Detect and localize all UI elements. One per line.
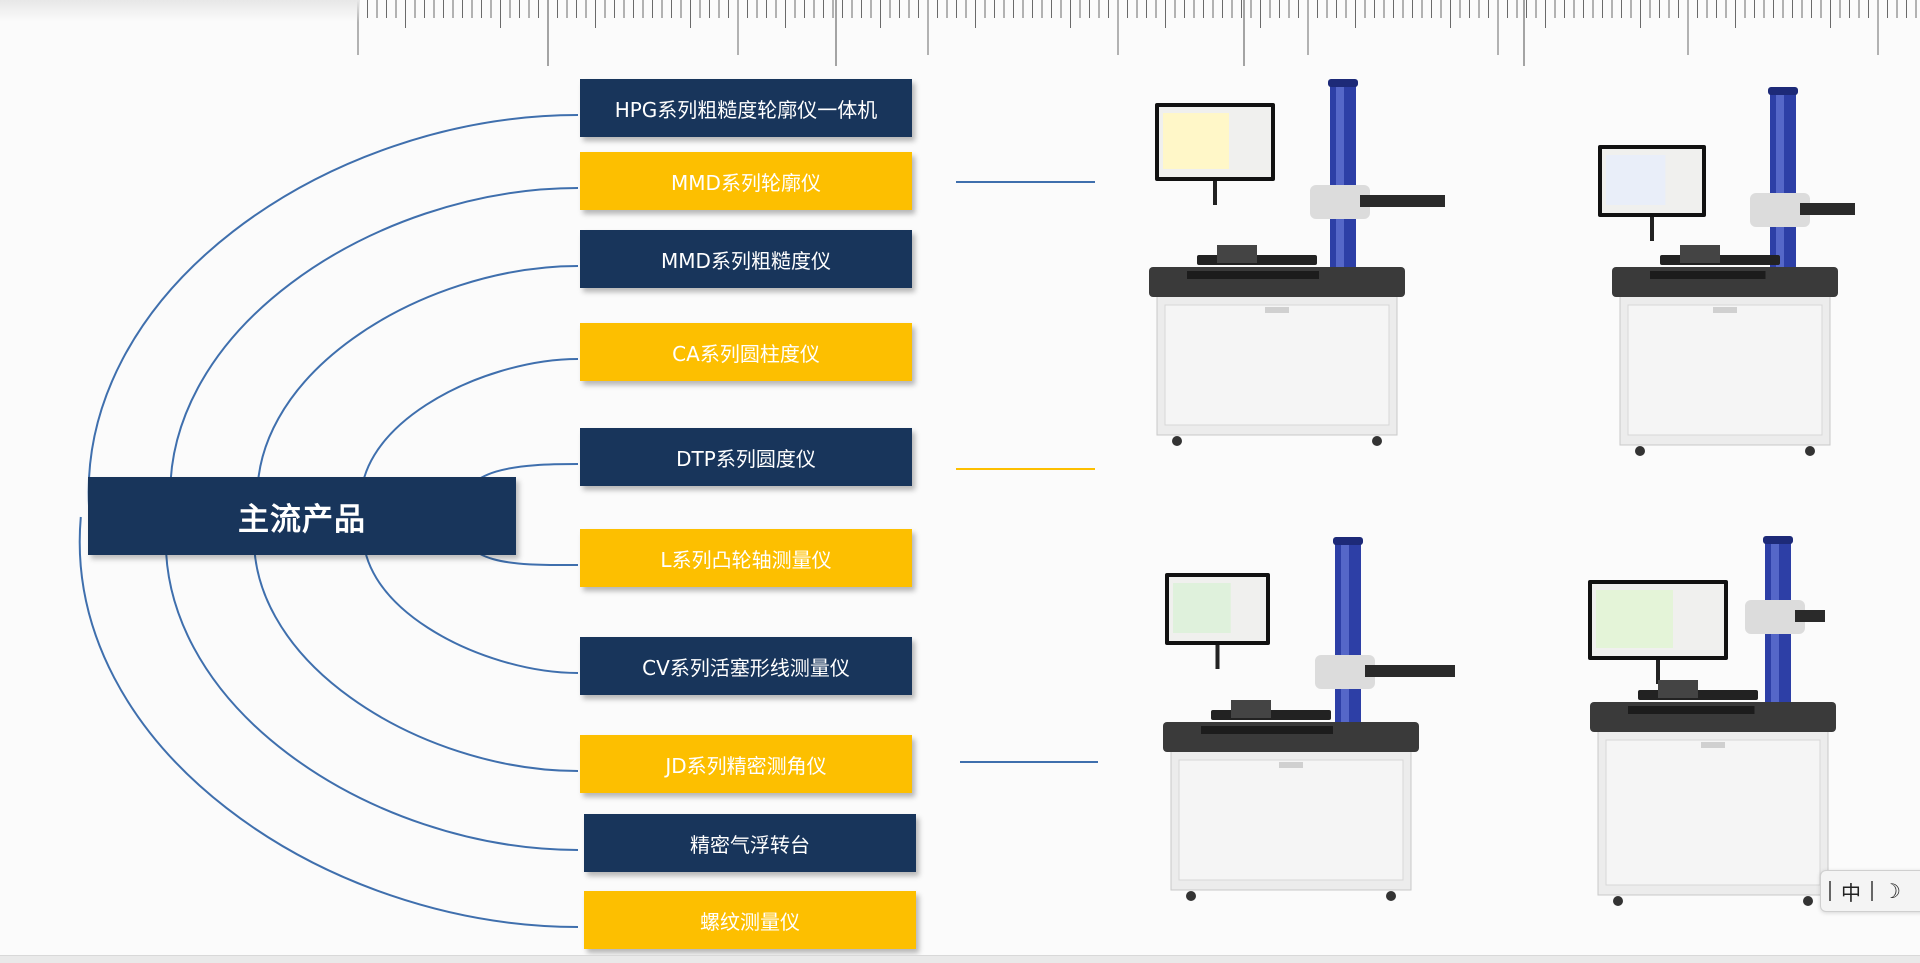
roundness-tester-image [1149,79,1445,446]
cylindricity-tester-image [1163,537,1455,901]
ime-mode-toggle[interactable]: 中 [1841,880,1861,905]
main-products-title: 主流产品 [88,477,516,555]
product-item-thread[interactable]: 螺纹测量仪 [584,891,916,949]
ruler [357,0,1917,66]
product-item-l[interactable]: L系列凸轮轴测量仪 [580,529,912,587]
ime-separator [1829,881,1831,901]
roughness-contour-integrated-instrument-image [1588,536,1836,906]
product-item-mmd-contour[interactable]: MMD系列轮廓仪 [580,152,912,210]
window-bottom-edge [0,955,1920,963]
moon-icon[interactable]: ☽ [1883,879,1901,903]
product-item-ca[interactable]: CA系列圆柱度仪 [580,323,912,381]
ime-toolbar[interactable]: 中 ☽ [1820,870,1920,912]
ruler-shadow [0,0,360,22]
contour-measuring-instrument-image [1598,87,1855,456]
product-item-mmd-roughness[interactable]: MMD系列粗糙度仪 [580,230,912,288]
product-item-cv[interactable]: CV系列活塞形线测量仪 [580,637,912,695]
ime-separator [1871,881,1873,901]
product-item-hpg[interactable]: HPG系列粗糙度轮廓仪一体机 [580,79,912,137]
product-item-dtp[interactable]: DTP系列圆度仪 [580,428,912,486]
product-item-jd[interactable]: JD系列精密测角仪 [580,735,912,793]
product-item-air-bearing[interactable]: 精密气浮转台 [584,814,916,872]
